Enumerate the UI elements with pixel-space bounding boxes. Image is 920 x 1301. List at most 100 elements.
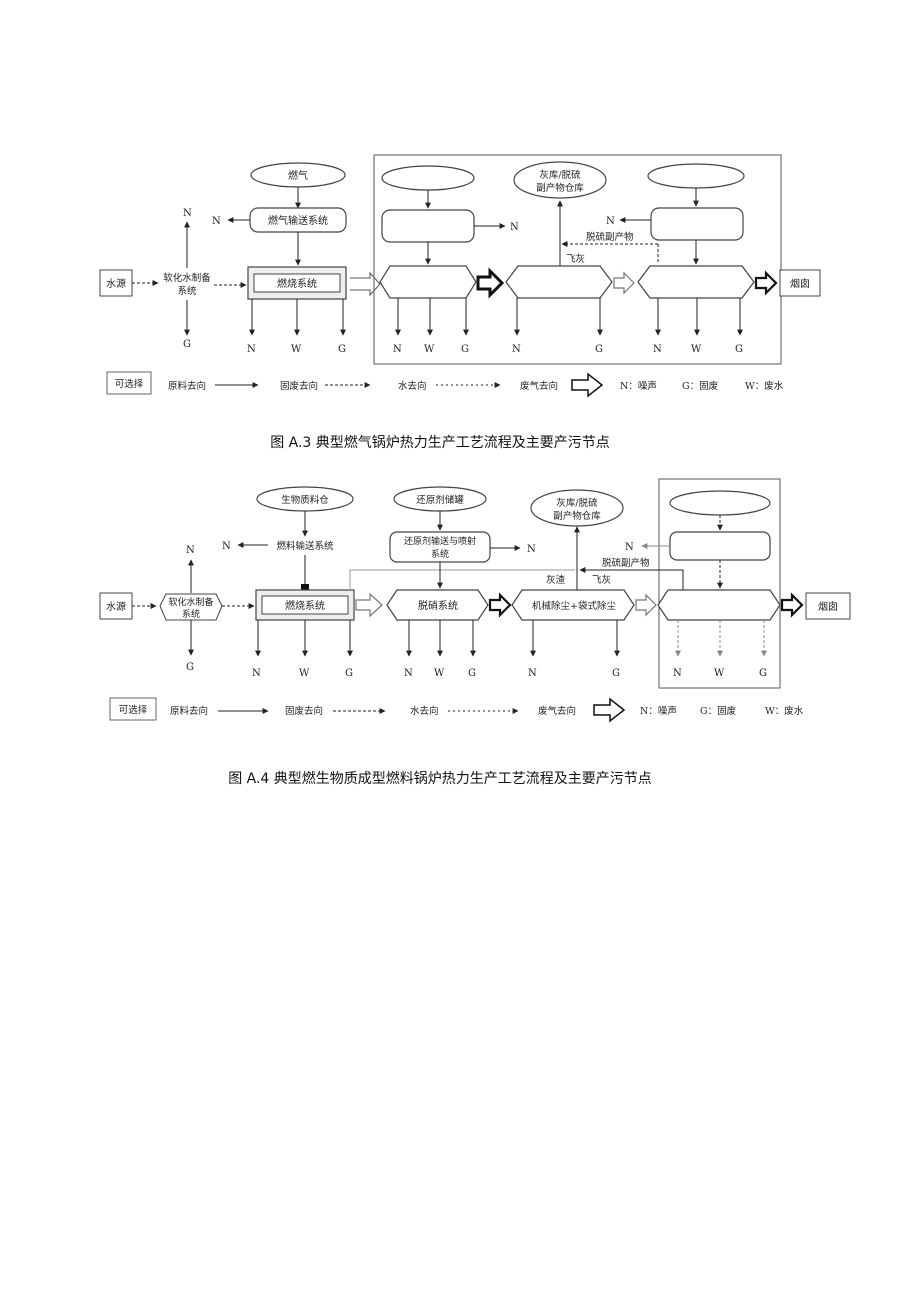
figure-caption: 图 A.4 典型燃生物质成型燃料锅炉热力生产工艺流程及主要产污节点: [228, 771, 652, 787]
noise-label: N: [528, 668, 537, 679]
biomass-silo-label: 生物质料仓: [281, 494, 329, 506]
water-source-label: 水源: [106, 277, 126, 290]
ash-bin-node: [513, 161, 607, 199]
desulf-byproduct-line: [579, 567, 684, 590]
exhaust-arrow-icon: [350, 271, 381, 297]
combustion-label: 燃烧系统: [277, 277, 317, 290]
waste-water-label: W: [691, 344, 702, 355]
legend-raw-label: 原料去向: [168, 380, 206, 392]
legend-optional-box: [109, 697, 157, 721]
fly-ash-label: 飞灰: [566, 253, 585, 265]
legend-waste-water-label: W：废水: [765, 705, 804, 717]
optional-system: [669, 531, 771, 561]
solid-waste-label: G: [612, 668, 620, 679]
soft-water-label-1: 软化水制备: [168, 596, 213, 608]
optional-source-1: [381, 165, 475, 191]
process-unit-2: [505, 265, 613, 299]
soft-water-label-1: 软化水制备: [163, 272, 211, 284]
desulf-byproduct-label: 脱硫副产物: [602, 557, 650, 569]
ash-bin-label-2: 副产物仓库: [553, 510, 601, 522]
noise-label: N: [625, 542, 634, 553]
legend-exhaust-arrow-icon: [593, 697, 626, 723]
legend-solid-waste-label: G：固废: [682, 380, 719, 392]
ash-bin-label-2: 副产物仓库: [536, 182, 584, 194]
optional-system-2: [650, 207, 744, 241]
exhaust-arrow-gray-icon: [613, 271, 635, 295]
noise-label: N: [404, 668, 413, 679]
combustion-label: 燃烧系统: [285, 599, 325, 612]
legend-solid-label: 固废去向: [280, 380, 318, 392]
fuel-transport-label: 燃料输送系统: [276, 540, 334, 552]
water-source-box: [99, 592, 133, 620]
solid-waste-label: G: [345, 668, 353, 679]
chimney-box: [805, 592, 851, 620]
legend-solid-waste-label: G：固废: [700, 705, 737, 717]
denitration-box: [386, 589, 489, 621]
gas-transport-label: 燃气输送系统: [268, 214, 328, 227]
legend-water-label: 水去向: [410, 705, 439, 717]
ash-bin-label-1: 灰库/脱硫: [539, 169, 581, 181]
denitration-label: 脱硝系统: [418, 599, 458, 612]
noise-label: N: [247, 344, 256, 355]
process-unit-optional: [657, 589, 781, 621]
legend-solid-label: 固废去向: [285, 705, 323, 717]
solid-waste-label: G: [183, 339, 191, 350]
figure-biomass-boiler-diagram: 生物质料仓 燃料输送系统 N 水源 软化水制备 系统 N G 燃烧系统 N W …: [99, 478, 851, 723]
noise-label: N: [606, 216, 615, 227]
feed-port: [301, 584, 309, 591]
slag-line: [349, 569, 575, 590]
legend-exhaust-label: 废气去向: [520, 380, 558, 392]
legend-exhaust-arrow-icon: [571, 372, 604, 398]
process-unit-3: [637, 265, 755, 299]
dedust-box: [511, 589, 635, 621]
noise-label: N: [186, 545, 195, 556]
exhaust-arrow-bold-icon: [476, 267, 505, 299]
soft-water-label-2: 系统: [182, 608, 200, 620]
desulf-byproduct-label: 脱硫副产物: [586, 231, 634, 243]
chimney-box: [779, 269, 821, 297]
chimney-label: 烟囱: [818, 600, 838, 613]
noise-label: N: [393, 344, 402, 355]
noise-label: N: [527, 544, 536, 555]
noise-label: N: [222, 541, 231, 552]
process-unit-1: [379, 265, 477, 299]
optional-region-box: [658, 478, 781, 689]
noise-label: N: [183, 208, 192, 219]
solid-waste-label: G: [338, 344, 346, 355]
slag-label: 灰渣: [546, 574, 566, 586]
solid-waste-label: G: [595, 344, 603, 355]
waste-water-label: W: [434, 668, 445, 679]
legend-noise-label: N：噪声: [640, 705, 677, 717]
combustion-box-inner: [253, 273, 341, 293]
ash-bin-node: [530, 489, 624, 527]
exhaust-arrow-bold-icon: [754, 270, 778, 296]
solid-waste-label: G: [759, 668, 767, 679]
optional-region-box: [373, 154, 782, 365]
legend-raw-label: 原料去向: [170, 705, 208, 717]
optional-source-2: [647, 163, 745, 189]
noise-label: N: [653, 344, 662, 355]
optional-source: [669, 490, 771, 516]
combustion-box-inner: [261, 595, 349, 615]
optional-system-1: [381, 209, 475, 243]
solid-waste-label: G: [735, 344, 743, 355]
figure-gas-boiler-diagram: 燃气 燃气输送系统 N 水源 软化水制备 系统 N G 燃烧系统 N W G N…: [99, 154, 821, 398]
waste-water-label: W: [714, 668, 725, 679]
reductant-tank-label: 还原剂储罐: [416, 494, 464, 506]
legend-noise-label: N：噪声: [620, 380, 657, 392]
gas-label: 燃气: [288, 169, 308, 182]
noise-label: N: [510, 222, 519, 233]
ash-bin-label-1: 灰库/脱硫: [556, 497, 598, 509]
legend-optional-label: 可选择: [115, 378, 144, 390]
figure-caption: 图 A.3 典型燃气锅炉热力生产工艺流程及主要产污节点: [270, 435, 610, 451]
exhaust-arrow-gray-icon: [635, 593, 657, 617]
waste-water-label: W: [291, 344, 302, 355]
exhaust-arrow-bold-icon: [488, 592, 512, 618]
noise-label: N: [252, 668, 261, 679]
chimney-label: 烟囱: [790, 277, 810, 290]
water-source-label: 水源: [106, 600, 126, 613]
noise-label: N: [512, 344, 521, 355]
exhaust-arrow-gray-icon: [355, 592, 383, 618]
reductant-system-label-1: 还原剂输送与喷射: [404, 535, 476, 547]
noise-label: N: [673, 668, 682, 679]
